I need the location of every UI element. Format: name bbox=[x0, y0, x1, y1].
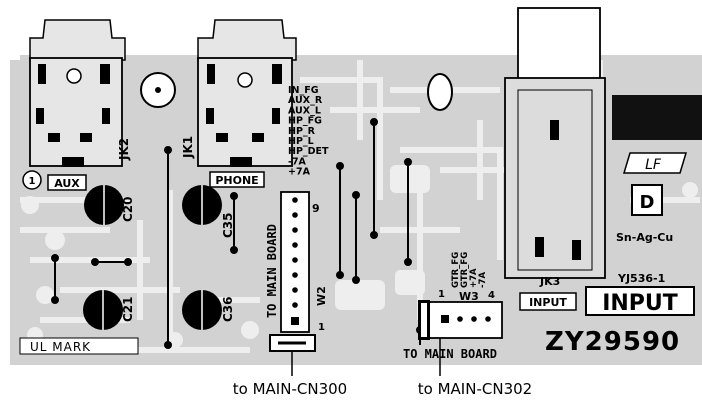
jk2-label: JK2 bbox=[117, 138, 131, 161]
jack-jk3 bbox=[504, 7, 606, 279]
input-box-small bbox=[519, 292, 577, 311]
pin-label: AUX_L bbox=[288, 105, 321, 116]
w2-pin-9: 9 bbox=[312, 202, 320, 215]
capacitor-c35 bbox=[182, 185, 222, 225]
hatched-block bbox=[612, 95, 702, 140]
c36-label: C36 bbox=[221, 296, 235, 322]
w3-pin-label: GTR_FG bbox=[451, 252, 461, 288]
phone-box bbox=[209, 171, 265, 188]
capacitor-c36 bbox=[182, 290, 222, 330]
ul-mark-label: UL MARK bbox=[30, 340, 91, 354]
lf-box bbox=[622, 152, 688, 174]
jack-jk2 bbox=[29, 19, 126, 167]
input-box-large bbox=[585, 286, 695, 316]
w3-pin-label: GTR_FG bbox=[460, 252, 470, 288]
w3-pin-4: 4 bbox=[488, 290, 495, 301]
c20-label: C20 bbox=[121, 196, 135, 222]
jack-jk1 bbox=[197, 19, 297, 167]
c35-label: C35 bbox=[221, 212, 235, 238]
connector-w3 bbox=[418, 300, 503, 345]
phone-box-label: PHONE bbox=[215, 174, 258, 187]
callout-right: to MAIN-CN302 bbox=[418, 380, 532, 398]
aux-box-label: AUX bbox=[54, 177, 80, 190]
board-code: YJ536-1 bbox=[617, 272, 665, 285]
pin-label: +7A bbox=[288, 167, 311, 178]
mounting-hole-center bbox=[155, 87, 161, 93]
part-number: ZY29590 bbox=[545, 327, 680, 357]
w3-bottom-text: TO MAIN BOARD bbox=[403, 347, 497, 361]
jk1-label: JK1 bbox=[181, 136, 195, 159]
pin-label: HP_DET bbox=[288, 146, 329, 157]
input-large-label: INPUT bbox=[602, 291, 678, 316]
pin-label: HP_FG bbox=[288, 116, 322, 127]
pin-label: -7A bbox=[288, 156, 307, 167]
board-notch bbox=[10, 40, 20, 60]
w3-label: W3 bbox=[459, 290, 479, 303]
w2-pin-1: 1 bbox=[318, 322, 325, 333]
capacitor-c20 bbox=[84, 185, 124, 225]
w2-label: W2 bbox=[315, 286, 328, 306]
callout-left: to MAIN-CN300 bbox=[233, 380, 347, 398]
w3-pin-label: +7A bbox=[469, 268, 479, 288]
aux-box bbox=[47, 174, 87, 191]
pin-label: AUX_R bbox=[288, 95, 323, 106]
w3-pin-label: -7A bbox=[478, 272, 488, 288]
pin-label: HP_R bbox=[288, 126, 316, 137]
c21-label: C21 bbox=[121, 296, 135, 322]
w3-pin-1: 1 bbox=[438, 289, 445, 300]
connector-w2 bbox=[269, 191, 316, 370]
input-small-label: INPUT bbox=[529, 296, 567, 309]
alloy-label: Sn-Ag-Cu bbox=[616, 231, 673, 244]
pin-label: HP_L bbox=[288, 136, 314, 147]
lf-label: LF bbox=[645, 157, 662, 173]
ul-mark-box bbox=[19, 337, 139, 355]
circle-1-marker bbox=[22, 170, 42, 190]
d-label: D bbox=[640, 192, 655, 213]
capacitor-c21 bbox=[83, 290, 123, 330]
w2-side-text: TO MAIN BOARD bbox=[265, 224, 279, 318]
pin-label: IN_FG bbox=[288, 85, 319, 96]
d-box bbox=[631, 184, 663, 216]
oval-hole bbox=[427, 73, 453, 111]
circle-1-label: 1 bbox=[29, 176, 36, 187]
jk3-label: JK3 bbox=[539, 275, 560, 288]
